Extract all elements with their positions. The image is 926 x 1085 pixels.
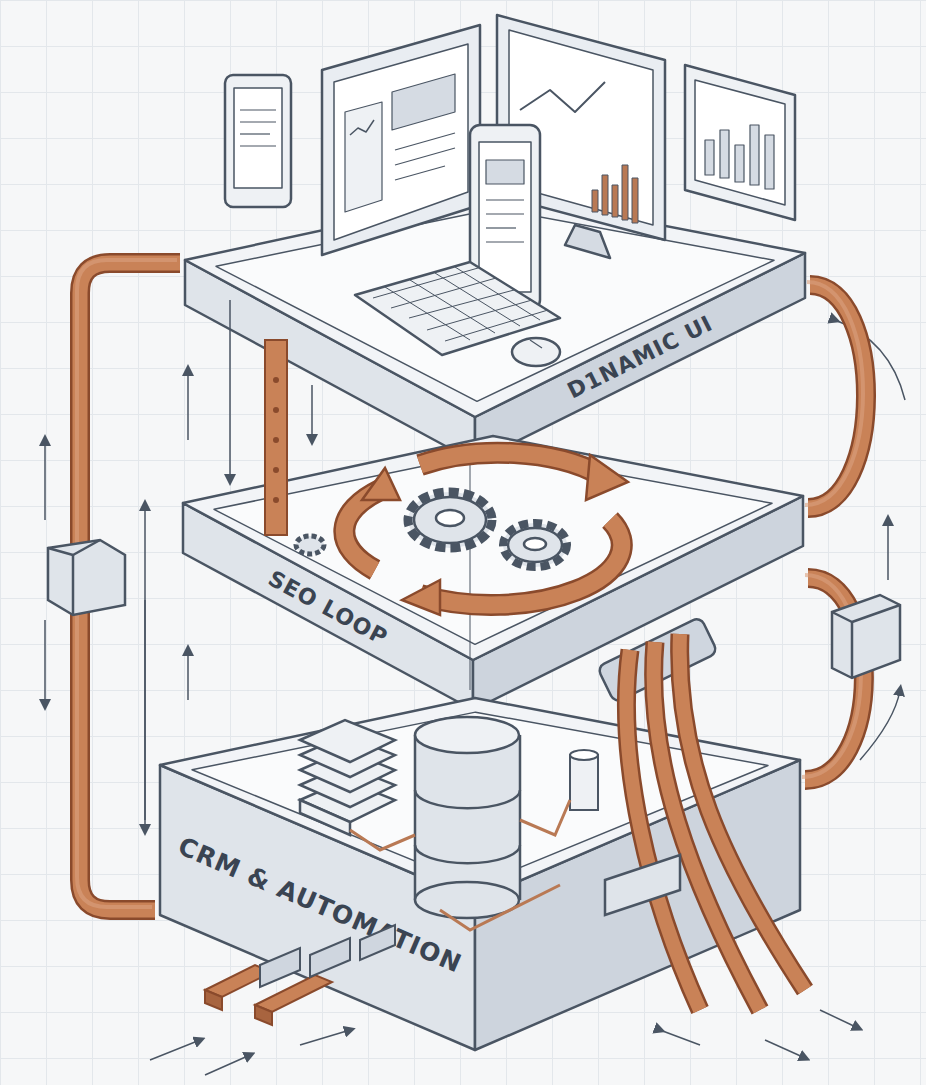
traces (350, 800, 570, 930)
pipe-stroke (80, 263, 180, 910)
pipe-stroke (77, 260, 177, 907)
storage (300, 717, 598, 918)
pipe-clamp (48, 540, 125, 615)
pipe-clamp (832, 595, 900, 678)
loop-arrows (344, 453, 628, 615)
plate-rim (216, 209, 774, 402)
pipe-connector (77, 260, 180, 910)
pipe-stroke (805, 578, 864, 780)
pipe-stroke (808, 285, 866, 508)
layer-plate: SEO LOOP (178, 428, 808, 718)
devices (225, 15, 795, 366)
layer-plate: D1NAMIC UI (180, 185, 810, 470)
pipe-connector (802, 575, 864, 780)
gears (296, 492, 567, 567)
plate-rim (192, 712, 768, 886)
pipe-stroke (805, 578, 864, 780)
pipe-stroke (805, 282, 863, 505)
chain-strip (265, 340, 287, 535)
pipe-connector (805, 282, 866, 508)
plate-rim (214, 452, 772, 645)
pipe-stroke (80, 263, 180, 910)
plate-outline (180, 185, 810, 470)
pipe-clamp (605, 855, 680, 915)
layer-plate: CRM & AUTOMATION (155, 690, 805, 1055)
plate-top-face (183, 436, 803, 660)
plate-top-face (185, 193, 805, 417)
pipe-bundle (626, 634, 805, 1010)
pipe-stroke (808, 285, 866, 508)
guide-arrows (45, 300, 905, 1075)
pipe-stroke (802, 575, 861, 777)
input-stubs (205, 925, 395, 1025)
slot (597, 617, 718, 703)
